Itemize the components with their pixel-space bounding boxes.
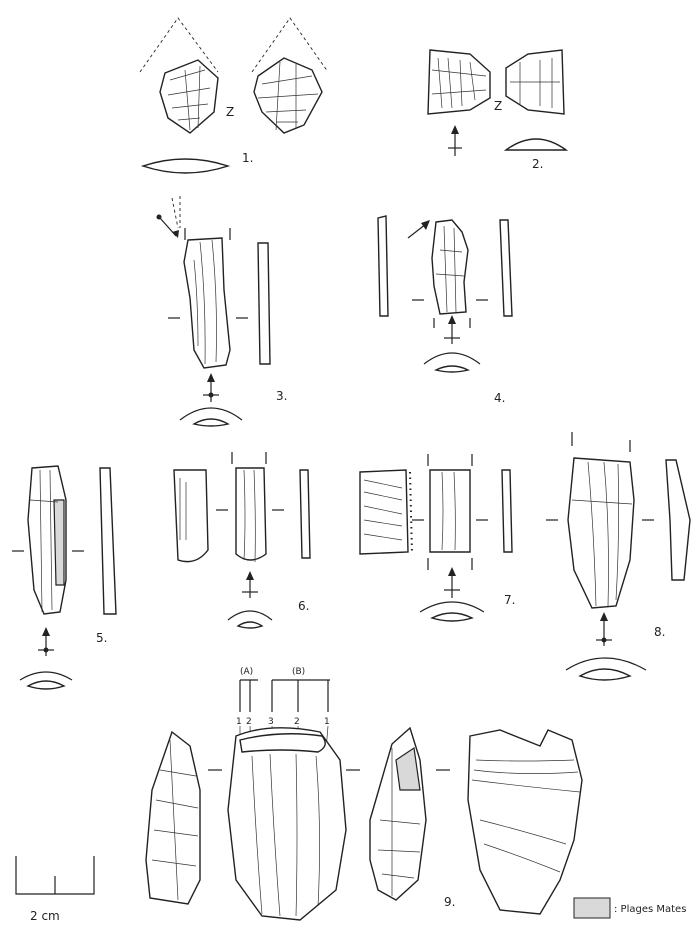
legend-label: : Plages Mates bbox=[614, 904, 686, 915]
artifact-4-number: 4. bbox=[494, 391, 505, 405]
artifact-3-drawing bbox=[156, 196, 271, 427]
rib-label: 1 bbox=[324, 717, 330, 727]
artifact-6-number: 6. bbox=[298, 599, 309, 613]
artifact-1-number: 1. bbox=[242, 151, 253, 165]
scale-bar-label: 2 cm bbox=[30, 909, 60, 923]
rib-label: 2 bbox=[246, 717, 252, 727]
z-mark-2: Z bbox=[494, 99, 502, 113]
artifact-9-drawing bbox=[145, 726, 583, 921]
artifact-5-number: 5. bbox=[96, 631, 107, 645]
artifact-5-drawing bbox=[12, 465, 117, 690]
scale-bar bbox=[15, 856, 95, 895]
z-mark-1: Z bbox=[226, 105, 234, 119]
artifact-7-drawing bbox=[359, 454, 513, 622]
artifact-8-drawing bbox=[546, 432, 691, 681]
rib-label: 3 bbox=[268, 717, 274, 727]
group-a-label: (A) bbox=[240, 667, 253, 677]
artifact-4-drawing bbox=[377, 215, 513, 373]
artifact-8-number: 8. bbox=[654, 625, 665, 639]
artifact-3-number: 3. bbox=[276, 389, 287, 403]
artifact-7-number: 7. bbox=[504, 593, 515, 607]
artifact-1-drawing bbox=[139, 17, 329, 174]
artifact-9-number: 9. bbox=[444, 895, 455, 909]
artifact-6-drawing bbox=[173, 452, 311, 629]
legend: : Plages Mates bbox=[573, 897, 686, 919]
artifact-2-number: 2. bbox=[532, 157, 543, 171]
rib-label: 2 bbox=[294, 717, 300, 727]
group-b-label: (B) bbox=[292, 667, 305, 677]
artifact-2-drawing bbox=[427, 49, 569, 156]
legend-swatch bbox=[573, 897, 611, 919]
rib-label: 1 bbox=[236, 717, 242, 727]
